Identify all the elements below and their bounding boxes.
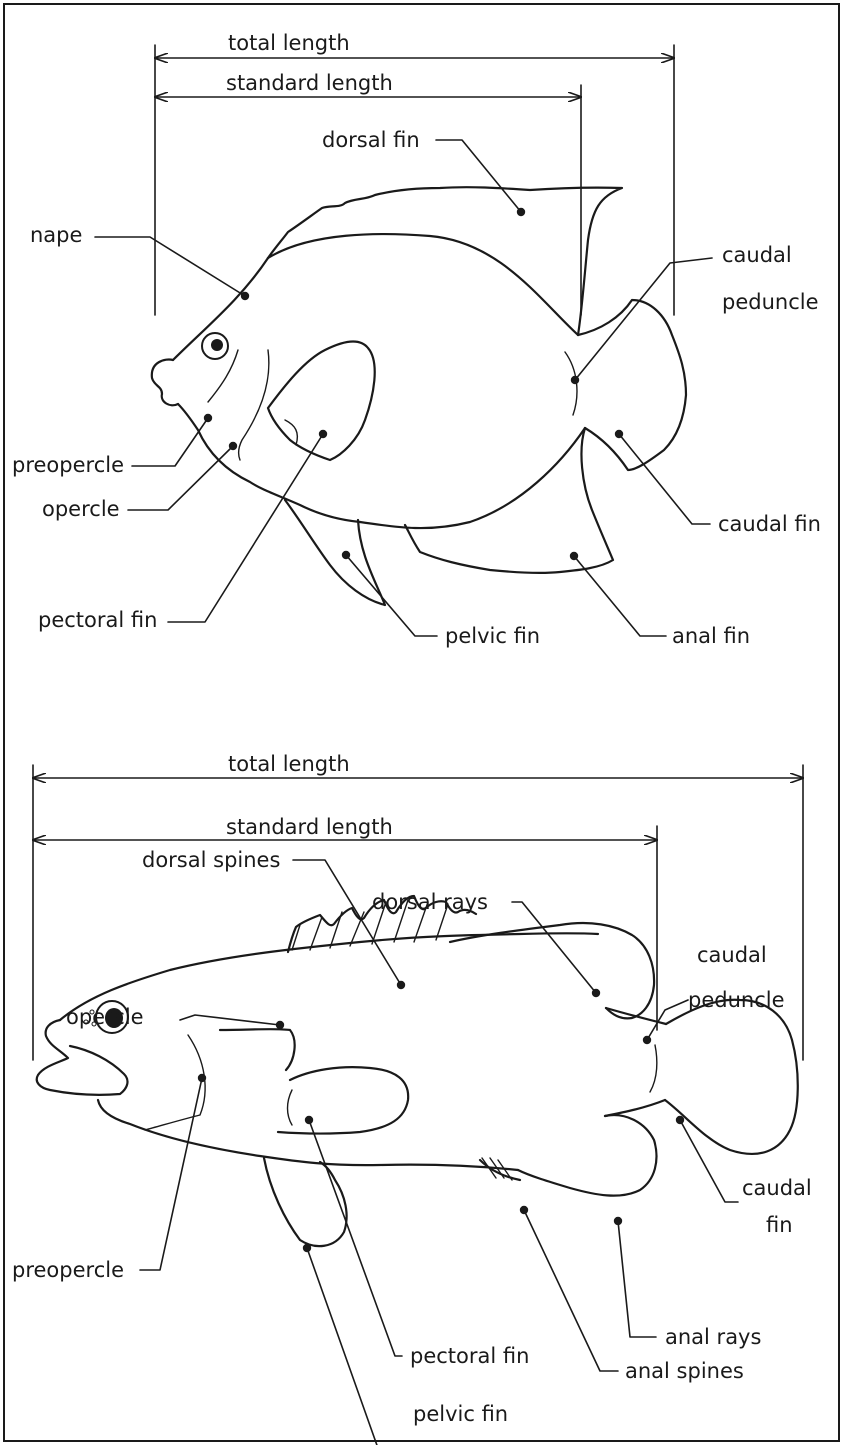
top-opercle-label: opercle [42,499,120,520]
top-caudal-label: caudal [722,245,792,266]
grouper-outline [37,896,798,1246]
bottom-caudal-fin-bottom-label: fin [766,1215,793,1236]
bottom-anal-rays-label: anal rays [665,1327,761,1348]
bottom-total-length-label: total length [228,754,350,775]
top-nape-label: nape [30,225,82,246]
bottom-anal-spines-label: anal spines [625,1361,744,1382]
bottom-dorsal-rays-label: dorsal rays [372,892,488,913]
top-pectoral-fin-label: pectoral fin [38,610,157,631]
bottom-caudal-label: caudal [697,945,767,966]
top-leader-lines [95,140,712,636]
bottom-pectoral-fin-label: pectoral fin [410,1346,529,1367]
top-caudal-fin-label: caudal fin [718,514,821,535]
bottom-standard-length-measure [33,826,657,1030]
top-anal-fin-label: anal fin [672,626,750,647]
bottom-peduncle-label: peduncle [688,990,785,1011]
top-standard-length-label: standard length [226,73,393,94]
top-dorsal-fin-label: dorsal fin [322,130,420,151]
bottom-pelvic-fin-label: pelvic fin [413,1404,508,1425]
bottom-caudal-fin-top-label: caudal [742,1178,812,1199]
bottom-standard-length-label: standard length [226,817,393,838]
bottom-dorsal-spines-label: dorsal spines [142,850,280,871]
bottom-label-dots [198,981,684,1252]
top-pelvic-fin-label: pelvic fin [445,626,540,647]
bottom-opercle-label: opercle [66,1007,144,1028]
top-peduncle-label: peduncle [722,292,819,313]
top-total-length-label: total length [228,33,350,54]
angelfish-outline [152,187,686,605]
top-preopercle-label: preopercle [12,455,124,476]
bottom-preopercle-label: preopercle [12,1260,124,1281]
